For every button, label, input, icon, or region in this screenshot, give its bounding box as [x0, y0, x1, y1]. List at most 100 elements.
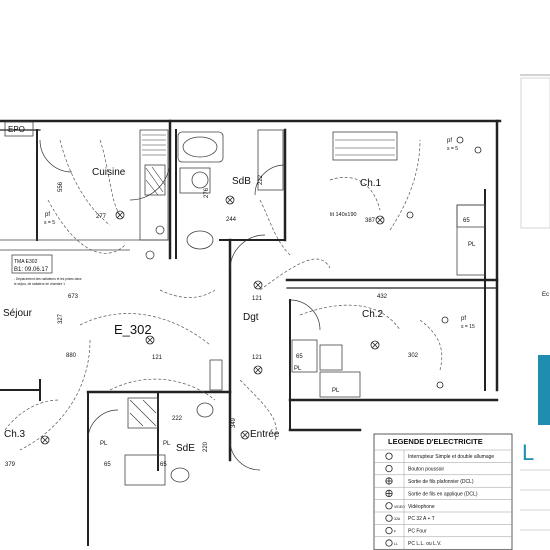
legend-symbol-icon: 32A	[385, 514, 401, 522]
electrical-symbols	[40, 136, 482, 445]
legend-item: Sortie de fils en applique (DCL)	[374, 489, 512, 500]
legend-item-label: Vidéophone	[408, 504, 435, 510]
side-panel: Ec L	[520, 74, 550, 531]
ceiling-light-icon	[370, 340, 380, 350]
outlet-icon	[436, 381, 444, 389]
pl-label: PL	[100, 441, 108, 447]
legend-symbol-label: VIDEO	[394, 505, 405, 509]
dim-65d: 65	[160, 462, 167, 468]
ceiling-light-icon	[40, 435, 50, 445]
tma-note-line2: le séjour, de radiateur de chambre 1	[14, 282, 65, 286]
dim-65a: 65	[463, 218, 470, 224]
dim-121c: 121	[152, 355, 163, 361]
dim-302: 302	[408, 353, 419, 359]
ceiling-light-icon	[115, 210, 125, 220]
outlet-sejour-s: s = 5	[44, 220, 55, 226]
room-label-ch2: Ch.2	[362, 309, 384, 320]
walls	[0, 119, 502, 546]
room-label-ch1: Ch.1	[360, 178, 382, 189]
side-panel-ec: Ec	[542, 292, 549, 298]
dim-220: 220	[203, 441, 209, 452]
room-label-sde: SdE	[176, 443, 195, 454]
pl-label: PL	[163, 441, 171, 447]
ceiling-light-icon	[145, 335, 155, 345]
dim-222a: 222	[258, 174, 264, 185]
outlet-icon	[456, 136, 464, 144]
dim-244: 244	[226, 217, 237, 223]
unit-label: E_302	[114, 322, 152, 337]
outlet-icon	[406, 211, 414, 219]
legend-item-label: Sortie de fils en applique (DCL)	[408, 491, 478, 497]
legend-item-label: Sortie de fils plafonnier (DCL)	[408, 479, 474, 485]
legend-symbol-icon	[385, 452, 393, 460]
legend-title: LEGENDE D'ELECTRICITE	[388, 437, 483, 446]
ceiling-light-icon	[375, 215, 385, 225]
legend-symbol-label: F	[394, 530, 396, 534]
room-label-cuisine: Cuisine	[92, 167, 126, 178]
outlet-icon	[441, 316, 449, 324]
ceiling-light-icon	[253, 365, 263, 375]
legend-item-label: Interrupteur Simple et double allumage	[408, 454, 494, 460]
tma-note: TMA E302 B1: 09.06.17 - Déplacement des …	[11, 254, 82, 286]
legend-item: Bouton poussoir	[374, 464, 512, 476]
dim-556: 556	[58, 181, 64, 192]
bedroom-2-furniture	[291, 339, 361, 398]
dim-65b: 65	[296, 354, 303, 360]
dim-880: 880	[66, 353, 77, 359]
ceiling-light-icon	[240, 430, 250, 440]
dim-349: 349	[231, 417, 237, 428]
legend-item: Sortie de fils plafonnier (DCL)	[374, 477, 512, 488]
dim-673: 673	[68, 294, 79, 300]
dim-327: 327	[58, 313, 64, 324]
legend-symbol-label: LL	[394, 542, 398, 546]
legend-symbol-icon: LL	[385, 539, 398, 547]
dim-276: 276	[204, 187, 210, 198]
ceiling-light-icon	[253, 280, 263, 290]
dim-121b: 121	[252, 355, 263, 361]
dim-222b: 222	[172, 416, 183, 422]
legend-symbol-icon: F	[385, 526, 396, 535]
tma-title: TMA E302	[14, 259, 38, 265]
legend-item-label: Bouton poussoir	[408, 467, 444, 473]
pl-label: PL	[294, 366, 302, 372]
room-label-sdb: SdB	[232, 176, 251, 187]
legend-item-label: PC Four	[408, 529, 427, 535]
legend-item-label: PC L.L. ou L.V.	[408, 541, 441, 547]
outlet-ch1-s: s = 5	[447, 146, 458, 152]
brand-block	[538, 355, 550, 425]
legend-item: 32A PC 32 A + T	[374, 514, 512, 525]
bed-label: lit 140x190	[330, 212, 357, 218]
epo-label: EPO	[8, 125, 25, 134]
legend-item: F PC Four	[374, 526, 512, 538]
legend-symbol-icon	[385, 489, 393, 497]
pl-label: PL	[332, 388, 340, 394]
dim-65c: 65	[104, 462, 111, 468]
tma-date: B1: 09.06.17	[14, 267, 49, 273]
brand-logo-letter: L	[522, 440, 534, 465]
outlet-ch1-label: pf	[447, 138, 452, 144]
door-swings	[39, 139, 321, 471]
dim-432: 432	[377, 294, 388, 300]
dim-387: 387	[365, 218, 376, 224]
outlet-icon	[474, 146, 482, 154]
kitchen-fixtures	[139, 129, 169, 260]
legend: LEGENDE D'ELECTRICITE Interrupteur Simpl…	[373, 433, 513, 550]
sde-fixtures	[124, 359, 223, 486]
pl-label: PL	[468, 242, 476, 248]
outlet-sejour-label: pf	[45, 212, 50, 218]
dim-379: 379	[5, 462, 16, 468]
legend-item-label: PC 32 A + T	[408, 516, 435, 522]
ceiling-light-icon	[225, 195, 235, 205]
epo-box	[4, 121, 34, 137]
legend-item: Interrupteur Simple et double allumage	[374, 452, 512, 463]
sdb-fixtures	[177, 129, 284, 250]
legend-symbol-icon	[385, 477, 393, 485]
legend-symbol-icon	[385, 464, 393, 473]
dim-121a: 121	[252, 296, 263, 302]
room-label-dgt: Dgt	[243, 312, 259, 323]
room-label-ch3: Ch.3	[4, 429, 26, 440]
dimensions: 277 673 327 880 379 244 387 222 276 121 …	[5, 174, 470, 468]
electrical-wiring	[4, 139, 443, 451]
bedroom-1-furniture	[332, 131, 486, 276]
